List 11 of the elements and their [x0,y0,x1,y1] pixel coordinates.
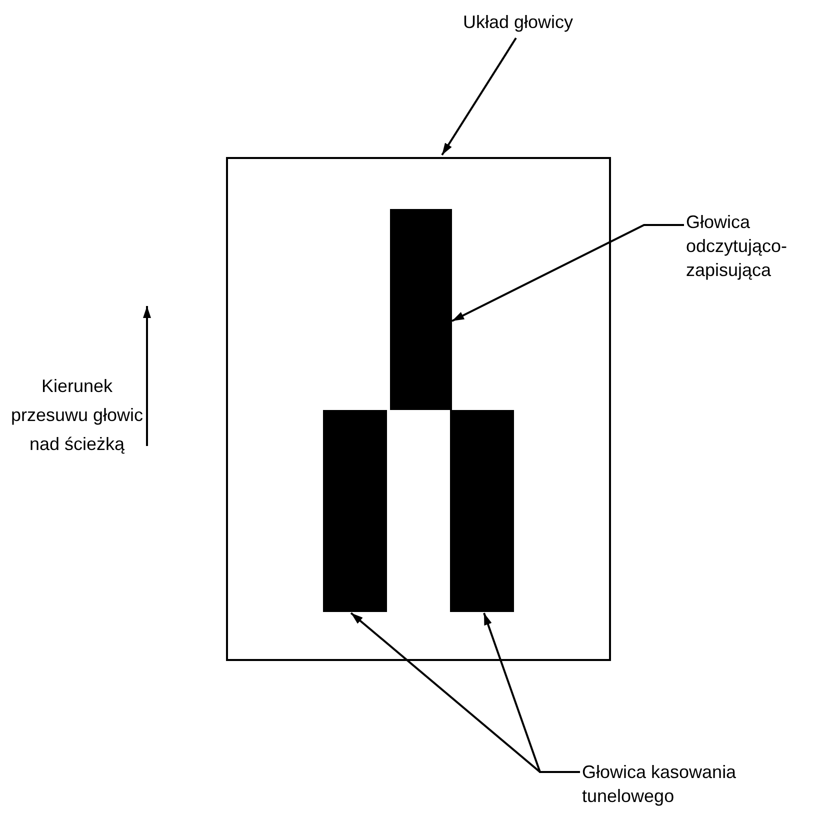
part-label: Głowica odczytująco-zapisująca [686,210,804,282]
erase-head-bar [323,410,387,612]
read-write-head-bar [390,209,452,410]
leader-line [483,612,580,773]
erase-head-bar [450,410,514,612]
part-label: Głowica kasowania tunelowego [582,760,772,808]
direction-label: Kierunek przesuwu głowic nad ścieżką [10,375,144,456]
leader-line [452,224,684,322]
part-label: Układ głowicy [443,10,593,34]
leader-line [441,37,517,156]
head-assembly-frame [226,157,611,661]
